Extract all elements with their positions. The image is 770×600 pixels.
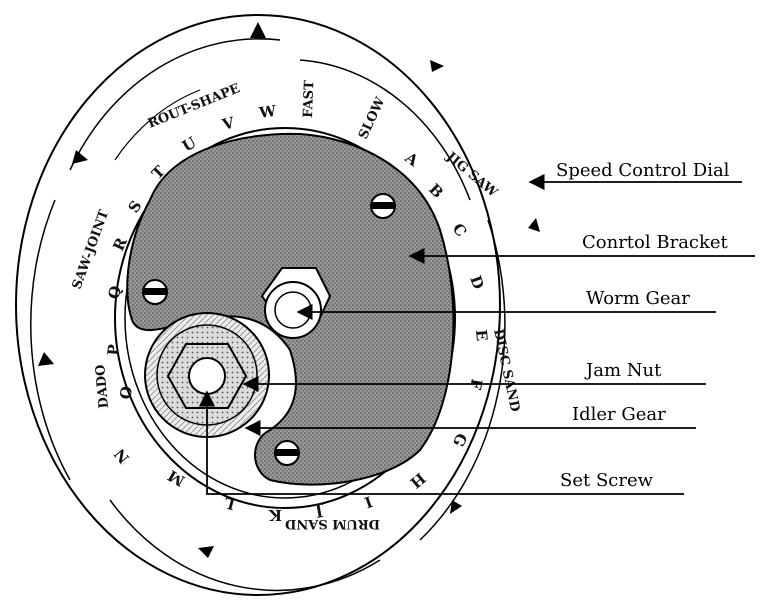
screw-left bbox=[142, 279, 168, 305]
dial-word-fast: FAST bbox=[301, 80, 317, 118]
dial-letter-m: M bbox=[165, 466, 188, 490]
dial-letter-d: D bbox=[466, 273, 487, 291]
screw-bottom bbox=[274, 440, 300, 466]
label-speed-control-dial: Speed Control Dial bbox=[556, 160, 730, 181]
outer-dial-rim bbox=[15, 14, 501, 596]
worm-gear bbox=[274, 291, 312, 329]
dial-letter-b: B bbox=[425, 180, 447, 202]
screw-top-right bbox=[370, 193, 396, 219]
arc-arrow-icon bbox=[450, 500, 462, 514]
dial-word-dado: DADO bbox=[93, 364, 112, 409]
dial-word-saw-joint: SAW-JOINT bbox=[70, 208, 113, 292]
label-set-screw: Set Screw bbox=[560, 470, 654, 491]
rotation-arc-bottom bbox=[109, 499, 381, 592]
rotation-arc-left bbox=[30, 199, 71, 481]
dial-letter-l: L bbox=[222, 493, 237, 513]
arc-arrow-icon bbox=[72, 150, 88, 164]
dial-word-slow: SLOW bbox=[356, 95, 389, 142]
dial-letter-e: E bbox=[472, 329, 491, 342]
dial-letter-h: H bbox=[407, 469, 429, 492]
arc-arrow-icon bbox=[198, 546, 214, 558]
arc-arrow-icon bbox=[38, 352, 54, 366]
label-jam-nut: Jam Nut bbox=[584, 360, 662, 381]
arc-arrow-icon bbox=[528, 218, 540, 232]
rotation-arc-right-lower bbox=[419, 219, 506, 541]
leader-set-screw bbox=[198, 390, 684, 495]
rotation-arc-top bbox=[69, 38, 281, 171]
set-screw bbox=[188, 357, 226, 395]
dial-letter-v: V bbox=[219, 113, 236, 134]
rotation-arc-right bbox=[299, 59, 471, 201]
dial-letter-w: W bbox=[257, 102, 278, 122]
dial-letter-n: N bbox=[110, 445, 133, 467]
dial-letter-a: A bbox=[401, 148, 422, 170]
label-idler-gear: Idler Gear bbox=[572, 404, 666, 425]
dial-word-disc-sand: DISC SAND bbox=[490, 328, 522, 414]
label-control-bracket: Conrtol Bracket bbox=[582, 232, 729, 253]
dial-letter-c: C bbox=[449, 220, 471, 240]
dial-letter-q: Q bbox=[104, 284, 125, 301]
dial-letter-k: K bbox=[268, 506, 282, 524]
dial-letter-u: U bbox=[179, 133, 199, 155]
dial-word-drum-sand: DRUM SAND bbox=[285, 516, 380, 531]
arc-arrow-icon bbox=[250, 22, 266, 38]
label-worm-gear: Worm Gear bbox=[586, 288, 690, 309]
rotation-arc-inner-left bbox=[114, 89, 201, 161]
arc-arrow-icon bbox=[430, 60, 444, 72]
dial-letter-o: O bbox=[116, 385, 136, 401]
dial-letter-i: I bbox=[362, 492, 375, 511]
dial-letter-p: P bbox=[104, 344, 123, 357]
dial-word-jig-saw: JIG SAW bbox=[443, 149, 501, 201]
dial-letter-g: G bbox=[449, 430, 471, 449]
